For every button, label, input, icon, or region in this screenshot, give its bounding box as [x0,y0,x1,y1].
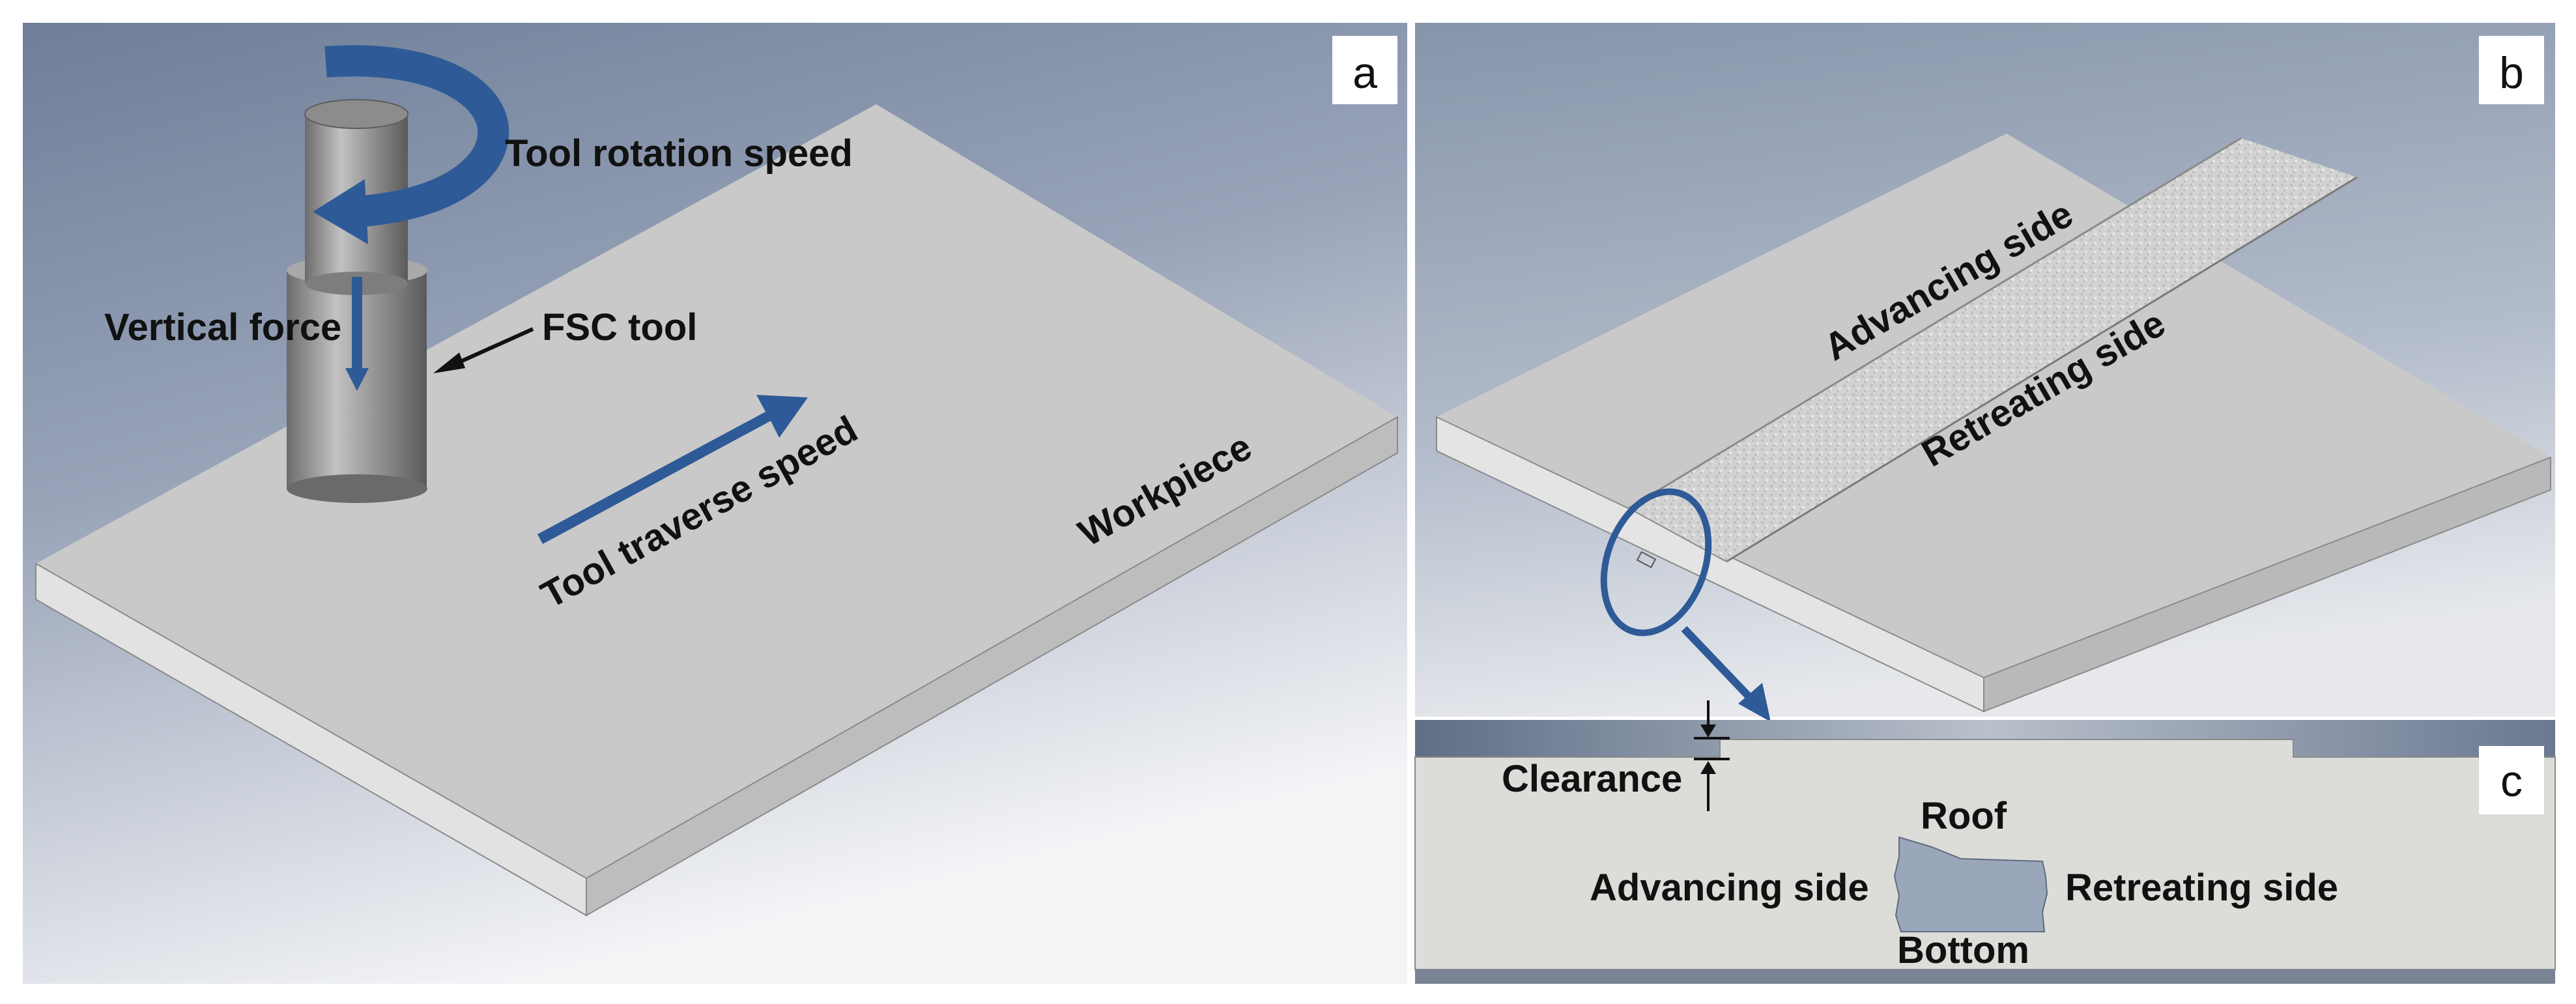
panel-b: Advancing side Retreating side b [1415,23,2555,722]
panel-b-letter-box [2479,36,2544,104]
label-retreating-side-c: Retreating side [2065,867,2338,909]
label-fsc-tool: FSC tool [542,306,697,349]
label-bottom: Bottom [1897,929,2029,971]
rotation-arrow [313,45,509,244]
traverse-arrow [537,395,808,544]
stir-zone-band [1629,138,2357,562]
workpiece-plate-top [36,104,1397,878]
panel-c-letter-box [2479,746,2544,814]
panel-b-letter: b [2499,48,2524,98]
panel-a-letter: a [1352,48,1377,98]
zoom-circle [1600,488,1712,637]
label-vertical-force: Vertical force [104,306,341,349]
zoom-arrow-head [1738,683,1771,722]
fsc-tool-pointer [433,327,534,373]
label-clearance: Clearance [1502,758,1682,800]
zoom-arrow-line [1681,625,1756,704]
label-roof: Roof [1921,795,2007,837]
panel-c: Clearance Roof Advancing side Retreating… [1414,700,2556,984]
cavity-shape [1893,836,2048,932]
panel-a-letter-box [1332,36,1397,104]
weld-plate-side [1983,456,2551,713]
label-tool-rotation-speed: Tool rotation speed [505,132,853,175]
cavity-mark [1636,551,1657,569]
tool-top-face [304,99,408,129]
label-advancing-side-c: Advancing side [1590,867,1869,909]
stir-zone-edge-right [1726,176,2358,563]
workpiece-plate-side [586,416,1398,917]
vertical-force-arrow [345,277,369,391]
panel-a: Tool rotation speed Vertical force FSC t… [23,23,1407,984]
panel-c-letter: c [2500,756,2523,806]
clearance-dimension [1694,700,1730,811]
stir-zone-edge-left [1628,137,2242,509]
cross-section-base [1415,969,2555,984]
